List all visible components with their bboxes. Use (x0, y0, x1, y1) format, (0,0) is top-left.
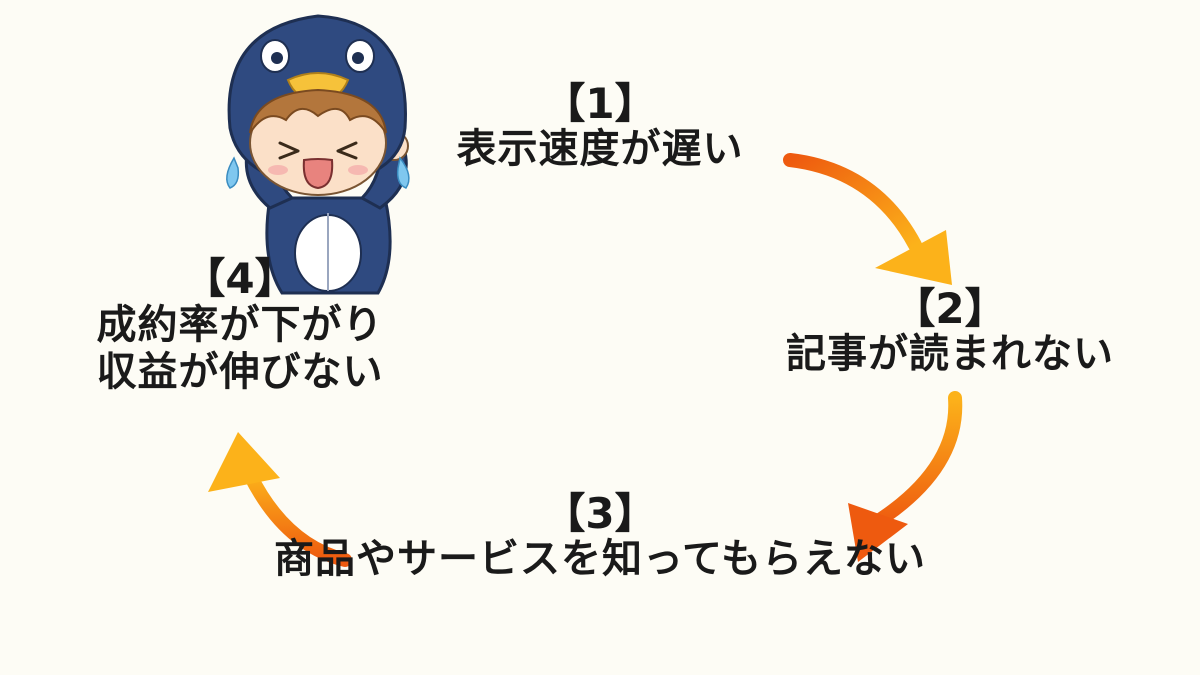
step-3-label: 商品やサービスを知ってもらえない (274, 536, 926, 583)
step-2-label: 記事が読まれない (786, 331, 1114, 378)
step-2: 【2】 記事が読まれない (730, 285, 1170, 377)
step-4-number: 【4】 (183, 254, 297, 303)
step-4-label-line-1: 成約率が下がり (96, 302, 384, 349)
arrow-step1-to-step2-icon (783, 153, 952, 285)
arrow-step3-to-step4-icon (208, 432, 352, 567)
arrow-step2-to-step3-icon (848, 391, 963, 562)
step-3-number: 【3】 (543, 489, 657, 538)
step-2-number: 【2】 (893, 284, 1007, 333)
step-3: 【3】 商品やサービスを知ってもらえない (160, 490, 1040, 582)
step-1-number: 【1】 (543, 79, 657, 128)
crying-child-penguin-costume-icon (226, 14, 410, 295)
step-4-label-line-2: 収益が伸びない (96, 349, 384, 396)
step-4: 【4】 成約率が下がり 収益が伸びない (30, 255, 450, 396)
step-1-label: 表示速度が遅い (456, 126, 744, 173)
step-1: 【1】 表示速度が遅い (400, 80, 800, 172)
